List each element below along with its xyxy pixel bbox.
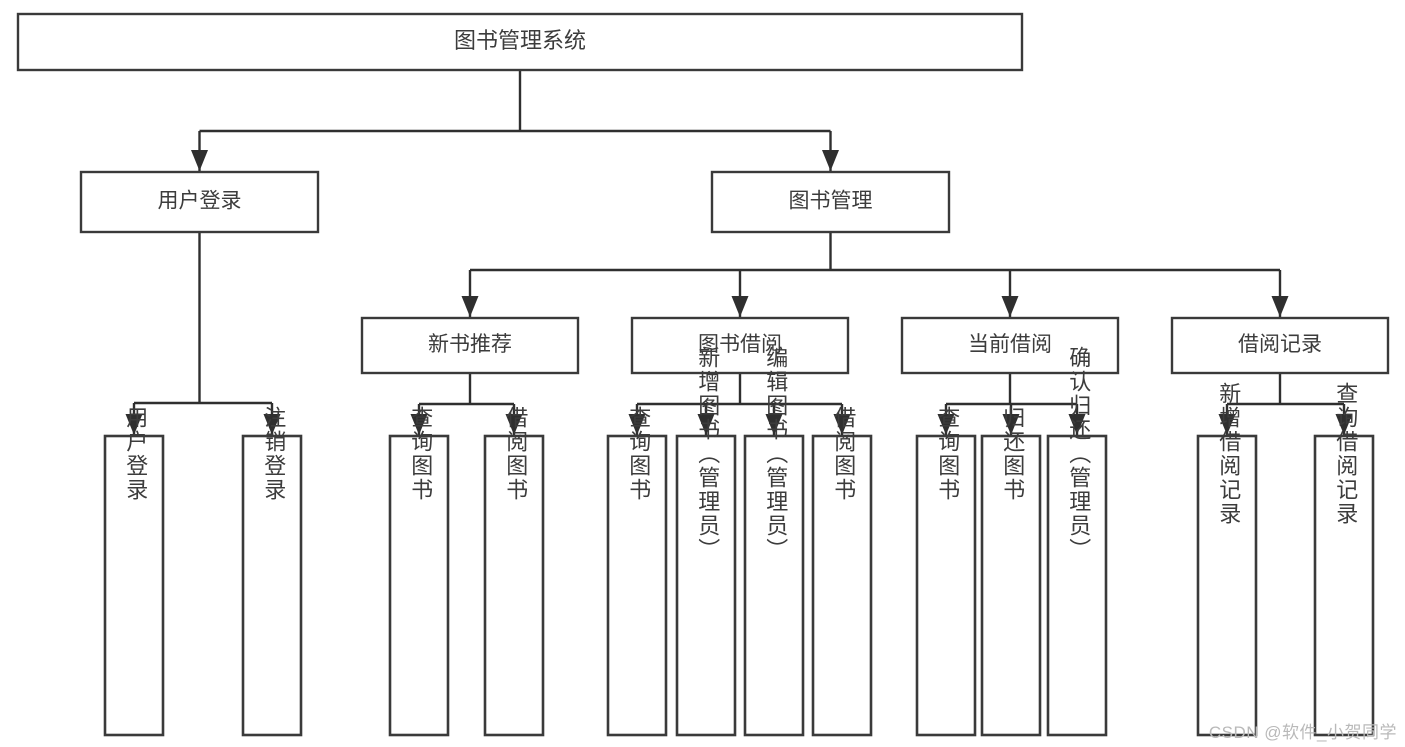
node-leaf-bb-borrow[interactable]: 借阅图书 bbox=[811, 406, 873, 737]
node-label-leaf-nbr-borrow: 借阅图书 bbox=[503, 406, 528, 502]
node-leaf-bb-add[interactable]: 新增图书（管理员） bbox=[675, 346, 737, 737]
node-leaf-br-add[interactable]: 新增借阅记录 bbox=[1196, 382, 1258, 737]
node-label-book-borrow: 图书借阅 bbox=[698, 333, 782, 356]
node-borrow-record[interactable]: 借阅记录 bbox=[1170, 316, 1390, 375]
node-label-leaf-bb-query: 查询图书 bbox=[626, 406, 651, 502]
node-leaf-bb-query[interactable]: 查询图书 bbox=[606, 406, 668, 737]
node-user-login[interactable]: 用户登录 bbox=[79, 170, 320, 234]
node-label-current-borrow: 当前借阅 bbox=[968, 333, 1052, 356]
node-root[interactable]: 图书管理系统 bbox=[16, 12, 1024, 72]
node-label-leaf-user-logout: 注销登录 bbox=[261, 406, 286, 502]
node-label-leaf-br-add: 新增借阅记录 bbox=[1216, 382, 1241, 526]
node-book-manage[interactable]: 图书管理 bbox=[710, 170, 951, 234]
edges-layer bbox=[125, 70, 1353, 435]
node-leaf-nbr-query[interactable]: 查询图书 bbox=[388, 406, 450, 737]
node-label-book-manage: 图书管理 bbox=[789, 190, 873, 213]
node-leaf-user-logout[interactable]: 注销登录 bbox=[241, 406, 303, 737]
node-current-borrow[interactable]: 当前借阅 bbox=[900, 316, 1120, 375]
node-label-new-book-recommend: 新书推荐 bbox=[428, 333, 512, 356]
node-label-leaf-br-query: 查询借阅记录 bbox=[1333, 382, 1358, 526]
node-label-root: 图书管理系统 bbox=[454, 28, 586, 53]
node-leaf-user-login[interactable]: 用户登录 bbox=[103, 406, 165, 737]
node-label-leaf-bb-edit: 编辑图书（管理员） bbox=[763, 346, 788, 562]
node-label-leaf-bb-borrow: 借阅图书 bbox=[831, 406, 856, 502]
node-leaf-cb-confirm[interactable]: 确认归还（管理员） bbox=[1046, 346, 1108, 737]
node-label-borrow-record: 借阅记录 bbox=[1238, 333, 1322, 356]
node-book-borrow[interactable]: 图书借阅 bbox=[630, 316, 850, 375]
node-label-leaf-cb-query: 查询图书 bbox=[935, 406, 960, 502]
node-leaf-bb-edit[interactable]: 编辑图书（管理员） bbox=[743, 346, 805, 737]
node-new-book-recommend[interactable]: 新书推荐 bbox=[360, 316, 580, 375]
node-label-leaf-bb-add: 新增图书（管理员） bbox=[695, 346, 720, 562]
node-label-leaf-cb-confirm: 确认归还（管理员） bbox=[1066, 346, 1091, 562]
node-leaf-br-query[interactable]: 查询借阅记录 bbox=[1313, 382, 1375, 737]
node-label-user-login: 用户登录 bbox=[158, 190, 242, 213]
node-leaf-cb-return[interactable]: 归还图书 bbox=[980, 406, 1042, 737]
node-label-leaf-nbr-query: 查询图书 bbox=[408, 406, 433, 502]
node-leaf-cb-query[interactable]: 查询图书 bbox=[915, 406, 977, 737]
csdn-watermark: CSDN @软件_小贺同学 bbox=[1208, 723, 1397, 742]
node-label-leaf-user-login: 用户登录 bbox=[123, 406, 148, 502]
node-leaf-nbr-borrow[interactable]: 借阅图书 bbox=[483, 406, 545, 737]
node-label-leaf-cb-return: 归还图书 bbox=[1000, 406, 1025, 502]
nodes-layer: 图书管理系统用户登录用户登录注销登录图书管理新书推荐查询图书借阅图书图书借阅查询… bbox=[16, 12, 1390, 737]
